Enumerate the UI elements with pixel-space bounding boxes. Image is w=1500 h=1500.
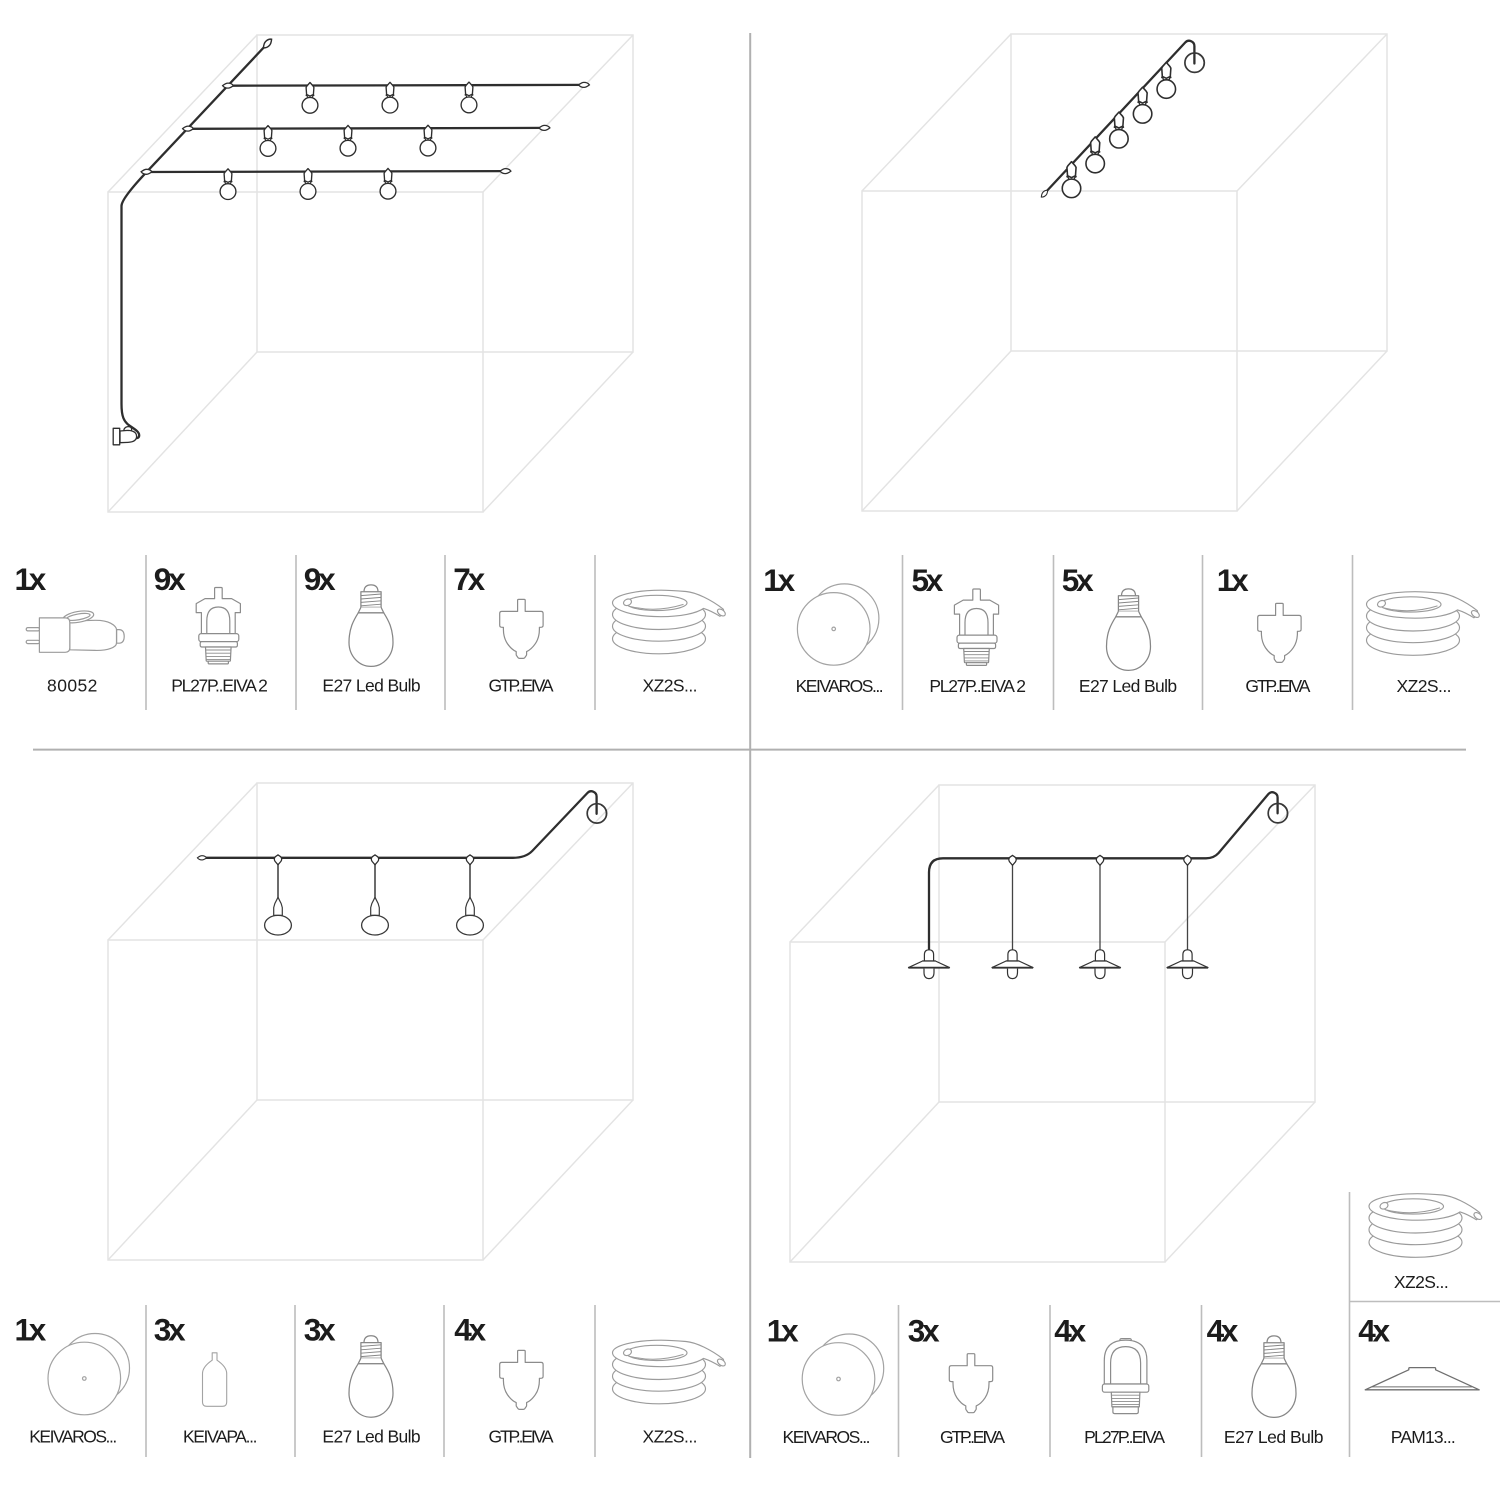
svg-text:3x: 3x bbox=[304, 1312, 336, 1348]
svg-text:3x: 3x bbox=[154, 1312, 186, 1348]
svg-text:XZ2S...: XZ2S... bbox=[643, 1427, 698, 1447]
svg-text:5x: 5x bbox=[1062, 562, 1094, 598]
svg-text:XZ2S...: XZ2S... bbox=[1394, 1272, 1449, 1292]
svg-text:KEIVAROS...: KEIVAROS... bbox=[783, 1427, 871, 1447]
svg-text:80052: 80052 bbox=[47, 676, 97, 696]
svg-text:E27 Led Bulb: E27 Led Bulb bbox=[322, 1427, 420, 1447]
svg-text:3x: 3x bbox=[908, 1313, 940, 1349]
svg-text:1x: 1x bbox=[15, 1312, 47, 1348]
svg-text:PL27P..EIVA 2: PL27P..EIVA 2 bbox=[929, 676, 1026, 696]
svg-text:E27 Led Bulb: E27 Led Bulb bbox=[1224, 1427, 1324, 1447]
svg-text:XZ2S...: XZ2S... bbox=[1397, 676, 1452, 696]
svg-text:4x: 4x bbox=[1054, 1313, 1086, 1349]
svg-text:E27 Led Bulb: E27 Led Bulb bbox=[322, 676, 420, 696]
svg-text:4x: 4x bbox=[1358, 1313, 1390, 1349]
svg-text:1x: 1x bbox=[15, 561, 47, 597]
svg-text:E27 Led Bulb: E27 Led Bulb bbox=[1079, 676, 1177, 696]
svg-text:PL27P..EIVA: PL27P..EIVA bbox=[1084, 1427, 1165, 1447]
svg-text:9x: 9x bbox=[304, 561, 336, 597]
svg-text:KEIVAPA...: KEIVAPA... bbox=[183, 1427, 258, 1447]
svg-text:7x: 7x bbox=[453, 561, 485, 597]
svg-text:1x: 1x bbox=[1217, 562, 1249, 598]
svg-text:GTP..EIVA: GTP..EIVA bbox=[1245, 676, 1310, 696]
svg-text:1x: 1x bbox=[767, 1313, 799, 1349]
svg-text:KEIVAROS...: KEIVAROS... bbox=[29, 1427, 117, 1447]
svg-text:1x: 1x bbox=[763, 562, 795, 598]
svg-text:4x: 4x bbox=[1207, 1313, 1239, 1349]
svg-text:4x: 4x bbox=[454, 1312, 486, 1348]
svg-text:PL27P..EIVA 2: PL27P..EIVA 2 bbox=[171, 676, 268, 696]
svg-text:5x: 5x bbox=[912, 562, 944, 598]
svg-text:GTP..EIVA: GTP..EIVA bbox=[489, 676, 554, 696]
svg-text:GTP..EIVA: GTP..EIVA bbox=[940, 1427, 1005, 1447]
svg-text:9x: 9x bbox=[154, 561, 186, 597]
svg-text:PAM13...: PAM13... bbox=[1391, 1427, 1456, 1447]
svg-text:XZ2S...: XZ2S... bbox=[643, 676, 698, 696]
svg-text:KEIVAROS...: KEIVAROS... bbox=[796, 676, 884, 696]
svg-text:GTP..EIVA: GTP..EIVA bbox=[489, 1427, 554, 1447]
